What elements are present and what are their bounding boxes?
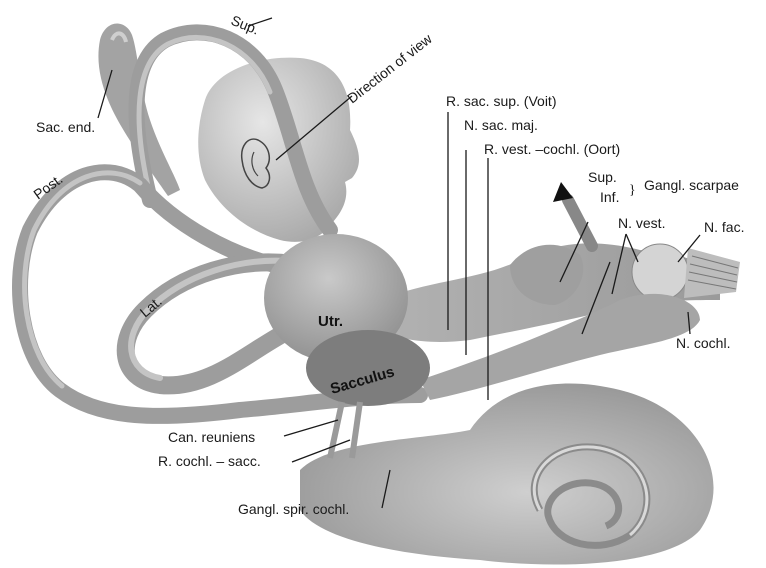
- label-endolymphatic-sac: Sac. end.: [36, 119, 95, 135]
- label-r-vest-cochl: R. vest. –cochl. (Oort): [484, 141, 620, 157]
- label-can-reuniens: Can. reuniens: [168, 429, 255, 445]
- label-sup-branch: Sup.: [588, 169, 617, 185]
- label-n-sac-maj: N. sac. maj.: [464, 117, 538, 133]
- brace: }: [629, 183, 636, 198]
- label-r-sac-sup: R. sac. sup. (Voit): [446, 93, 556, 109]
- label-n-fac: N. fac.: [704, 219, 744, 235]
- label-inf-branch: Inf.: [600, 189, 619, 205]
- label-utricle: Utr.: [318, 313, 343, 330]
- label-direction-of-view: Direction of view: [344, 30, 435, 106]
- label-n-cochl: N. cochl.: [676, 335, 730, 351]
- arrow-up-icon: [553, 182, 592, 246]
- saccule: [306, 330, 430, 406]
- label-gangl-spir-cochl: Gangl. spir. cochl.: [238, 501, 349, 517]
- label-gangl-scarpae: Gangl. scarpae: [644, 177, 739, 193]
- label-r-cochl-sacc: R. cochl. – sacc.: [158, 453, 261, 469]
- label-n-vest: N. vest.: [618, 215, 665, 231]
- cochlea: [300, 383, 714, 564]
